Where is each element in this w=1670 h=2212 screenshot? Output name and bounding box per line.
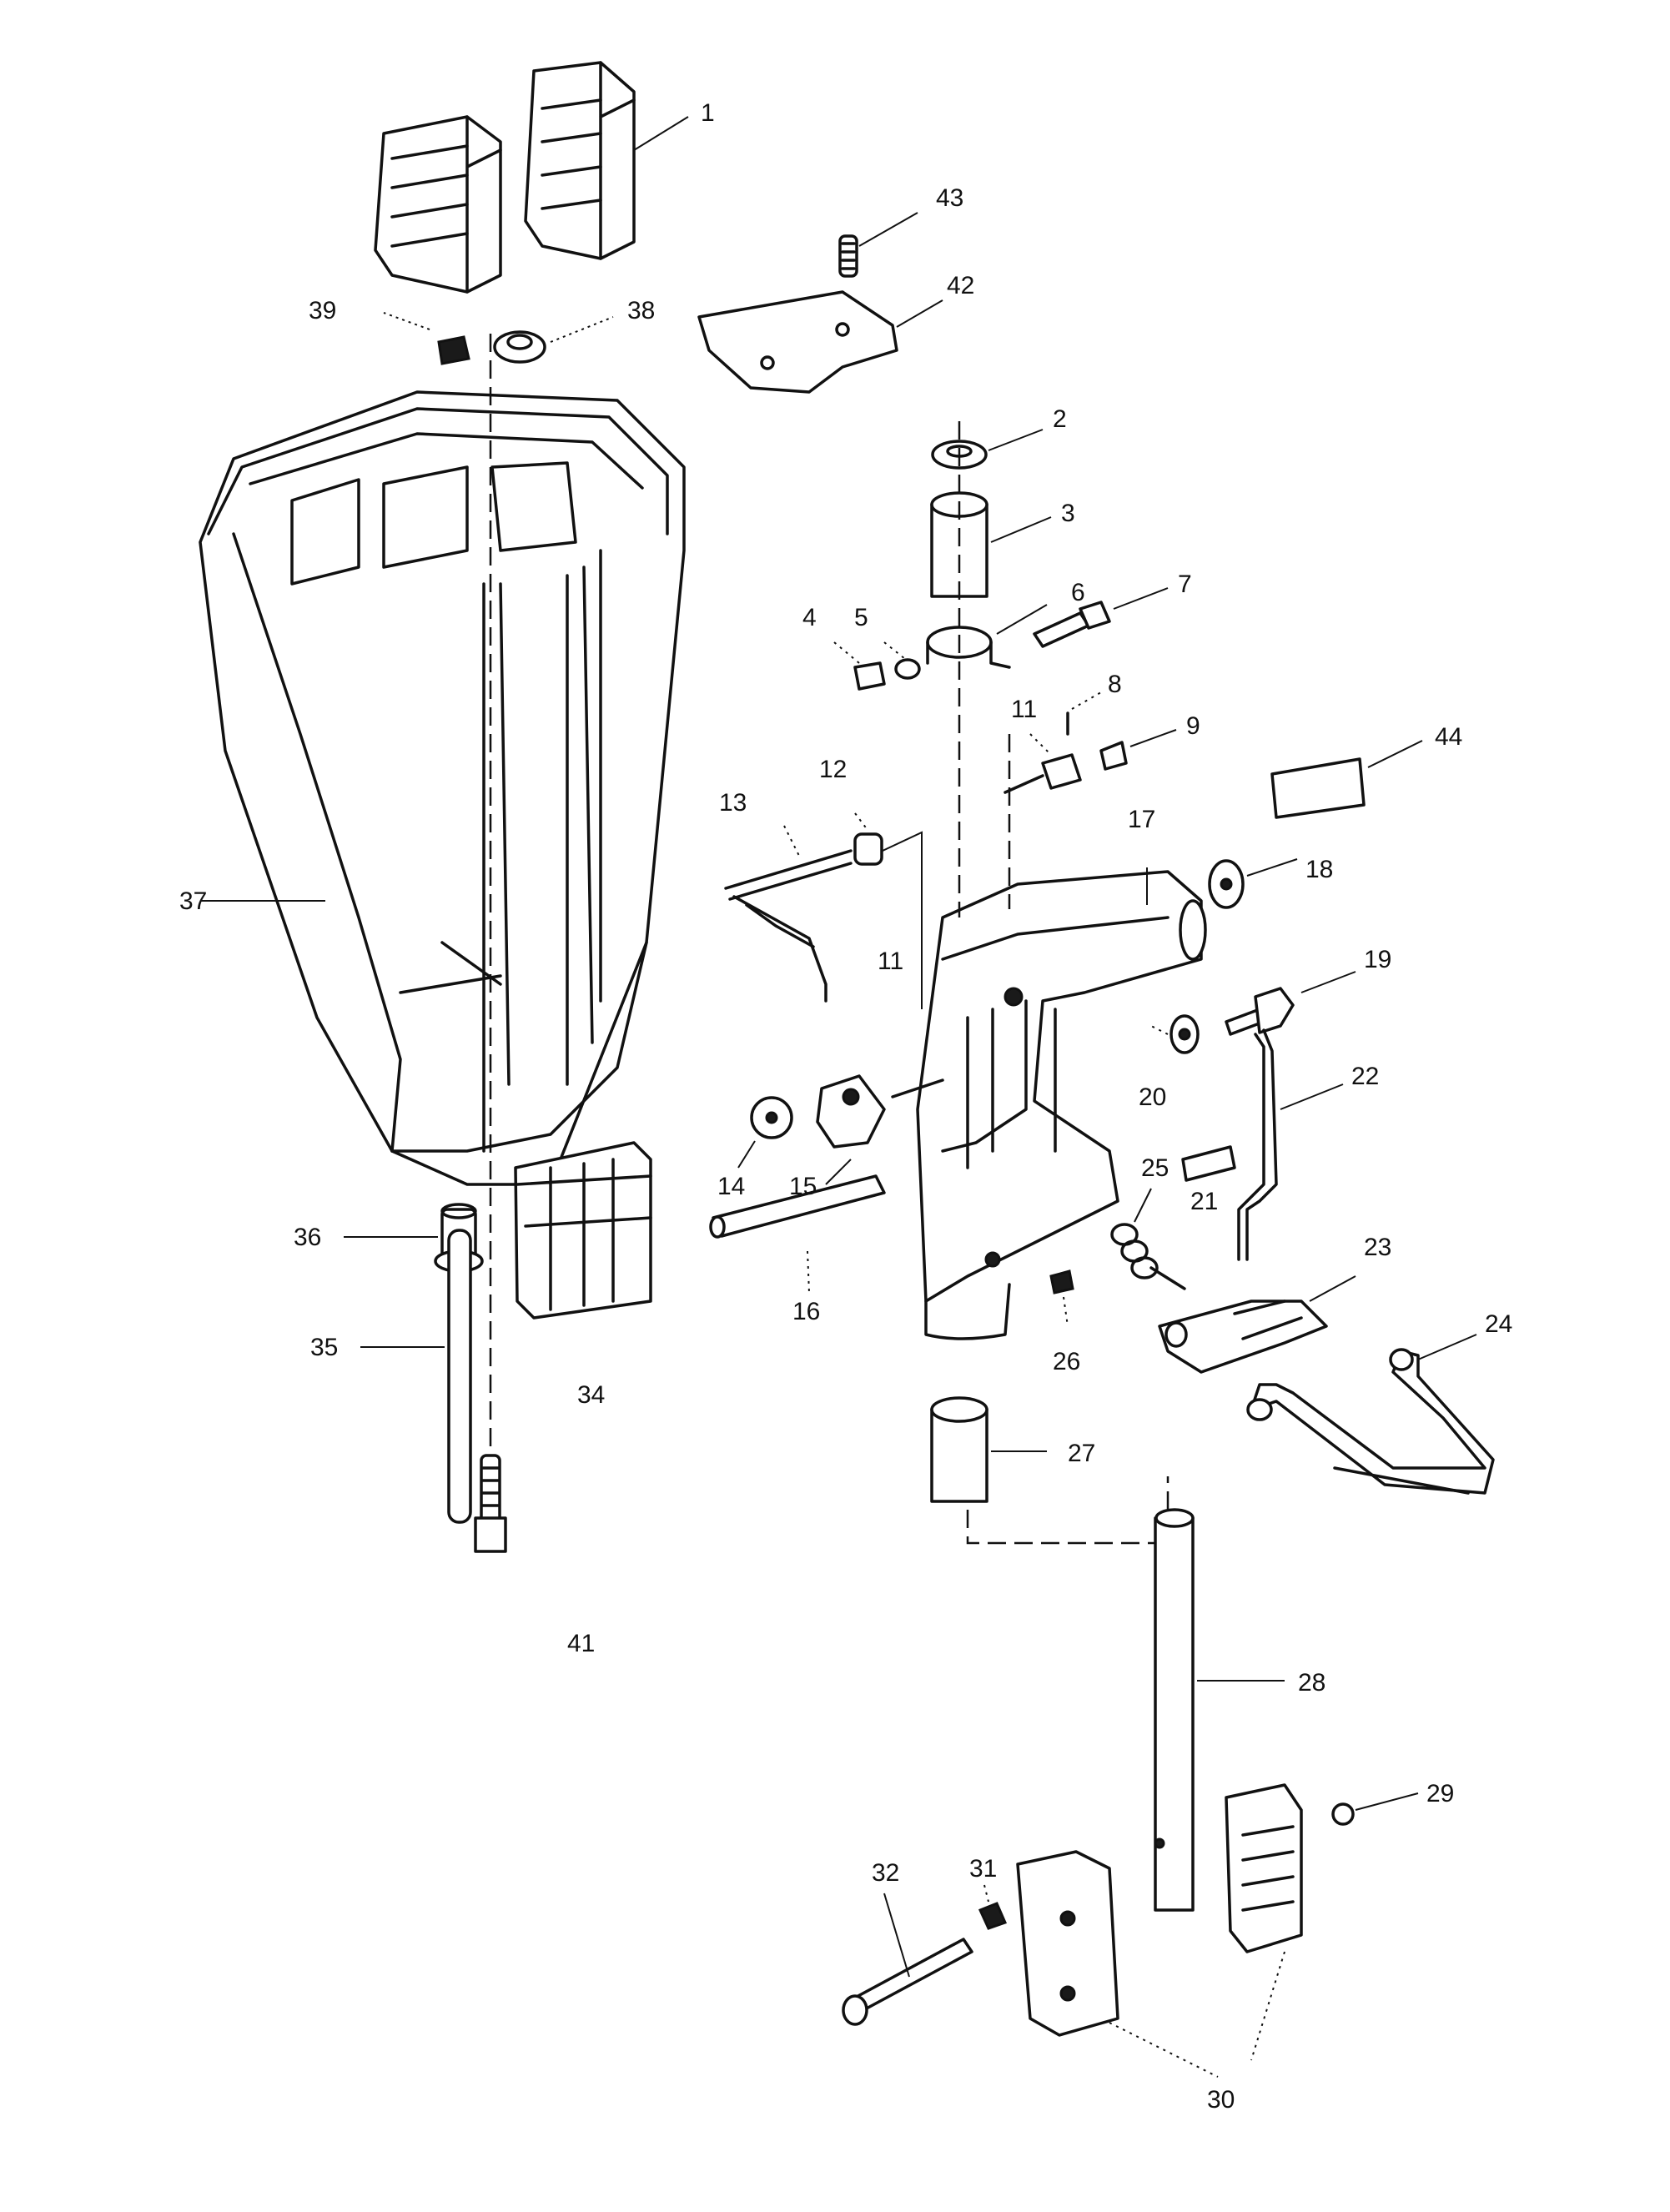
callout-5: 5 xyxy=(854,604,868,631)
callout-30: 30 xyxy=(1207,2086,1235,2114)
part-39-grommet xyxy=(383,312,470,365)
part-35-pin xyxy=(360,1229,472,1524)
part-3-bushing xyxy=(930,491,1052,598)
callout-23: 23 xyxy=(1364,1234,1391,1261)
part-7-bolt xyxy=(1033,587,1169,648)
callout-labels: 1 2 3 4 5 6 7 8 9 11 11 12 13 14 15 16 1… xyxy=(179,99,1512,2114)
callout-13: 13 xyxy=(719,789,747,817)
part-34-lower-pad xyxy=(514,1141,652,1320)
callout-39: 39 xyxy=(309,297,336,324)
part-29-washer xyxy=(1331,1792,1419,1826)
callout-20: 20 xyxy=(1139,1083,1166,1111)
part-6-clamp xyxy=(926,604,1048,669)
part-13-shift-rod xyxy=(724,825,923,1009)
part-11-pin-upper xyxy=(1004,733,1082,794)
callout-31: 31 xyxy=(969,1855,997,1883)
callout-41: 41 xyxy=(567,1630,595,1657)
part-31-nut xyxy=(978,1884,1008,1930)
part-44-decal xyxy=(1270,740,1423,819)
callout-8: 8 xyxy=(1108,671,1122,698)
part-1-cover-pads xyxy=(374,61,689,294)
callout-16: 16 xyxy=(792,1298,820,1325)
part-12-bushing xyxy=(853,812,883,866)
callout-15: 15 xyxy=(789,1173,817,1200)
callout-7: 7 xyxy=(1178,571,1192,598)
callout-14: 14 xyxy=(717,1173,745,1200)
part-26-plug xyxy=(1049,1269,1074,1327)
callout-17: 17 xyxy=(1128,806,1155,833)
part-8-pin xyxy=(1066,691,1102,736)
part-24-handle xyxy=(1246,1334,1495,1495)
part-27-bushing xyxy=(930,1396,1170,1545)
callout-11-upper: 11 xyxy=(1011,696,1037,723)
part-16-pin xyxy=(709,1174,886,1294)
part-21-label xyxy=(1181,1145,1236,1182)
callout-36: 36 xyxy=(294,1224,321,1251)
callout-12: 12 xyxy=(819,756,847,783)
callout-3: 3 xyxy=(1061,500,1075,527)
callout-11-lower: 11 xyxy=(878,948,903,975)
part-42-plate xyxy=(697,290,943,394)
part-28-swivel-tube xyxy=(1154,1508,1285,1912)
callout-35: 35 xyxy=(310,1334,338,1361)
part-20-washer xyxy=(1150,1014,1200,1054)
callout-37: 37 xyxy=(179,887,207,915)
callout-6: 6 xyxy=(1071,579,1085,606)
part-25-spring xyxy=(1110,1188,1186,1290)
callout-4: 4 xyxy=(802,604,817,631)
part-19-bolt xyxy=(1225,971,1356,1036)
part-2-washer xyxy=(931,429,1044,470)
callout-42: 42 xyxy=(947,272,974,299)
part-9-clip xyxy=(1099,729,1177,771)
callout-26: 26 xyxy=(1053,1348,1080,1375)
part-17-swivel-bracket xyxy=(916,867,1207,1340)
callout-29: 29 xyxy=(1426,1780,1454,1807)
part-38-nut xyxy=(493,316,614,364)
callout-24: 24 xyxy=(1485,1310,1512,1338)
callout-28: 28 xyxy=(1298,1669,1325,1697)
callout-44: 44 xyxy=(1435,723,1462,751)
callout-21: 21 xyxy=(1190,1188,1218,1215)
callout-18: 18 xyxy=(1305,856,1333,883)
callout-32: 32 xyxy=(872,1859,899,1887)
callout-22: 22 xyxy=(1351,1063,1379,1090)
part-41-bolt xyxy=(474,334,507,1553)
callout-27: 27 xyxy=(1068,1440,1095,1467)
callout-25: 25 xyxy=(1141,1154,1169,1182)
callout-9: 9 xyxy=(1186,712,1200,740)
part-43-screw xyxy=(838,212,918,278)
callout-19: 19 xyxy=(1364,946,1391,973)
part-37-driveshaft-housing xyxy=(199,390,686,1186)
callout-38: 38 xyxy=(627,297,655,324)
part-22-spring-rod xyxy=(1237,1028,1344,1261)
callout-1: 1 xyxy=(701,99,715,127)
part-14-washer xyxy=(737,1096,793,1169)
part-18-washer xyxy=(1208,858,1298,909)
callout-34: 34 xyxy=(577,1381,605,1409)
part-4-5-nut-washer xyxy=(833,641,921,691)
part-32-bolt xyxy=(842,1893,973,2026)
center-axis-line xyxy=(958,421,1011,917)
part-30-clamp-halves xyxy=(1016,1783,1303,2078)
callout-2: 2 xyxy=(1053,405,1067,433)
callout-43: 43 xyxy=(936,184,963,212)
part-15-bracket xyxy=(816,1074,944,1185)
part-23-hinge xyxy=(1158,1275,1356,1374)
